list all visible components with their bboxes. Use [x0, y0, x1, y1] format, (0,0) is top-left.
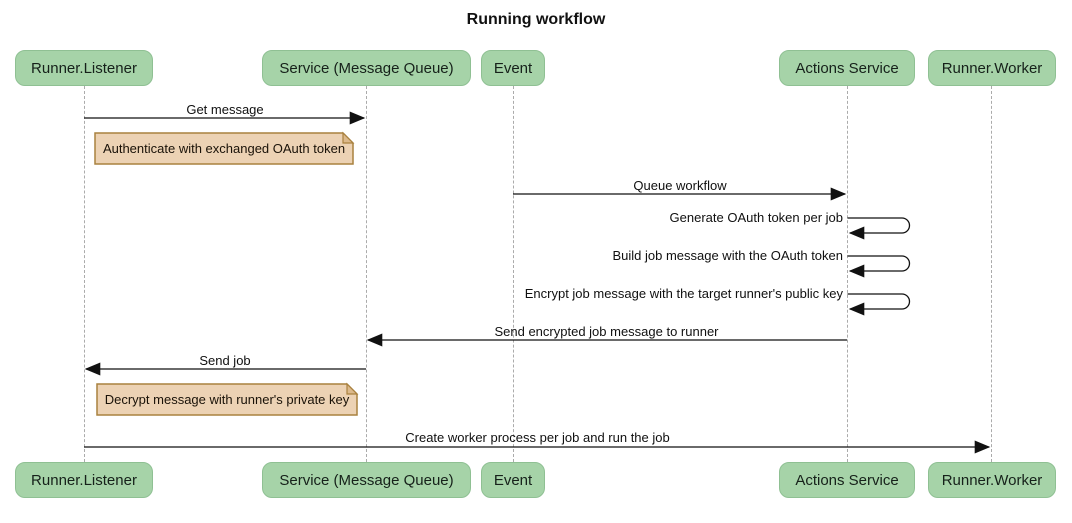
selfloop-build-job-message [847, 255, 911, 278]
note-fold-icon [346, 382, 359, 395]
selfloop-generate-oauth-token [847, 217, 911, 240]
note-shape-authenticate [94, 132, 354, 165]
participant-bottom-actions-service: Actions Service [779, 462, 915, 498]
selfloop-encrypt-job-message [847, 293, 911, 316]
note-decrypt-message: Decrypt message with runner's private ke… [104, 392, 350, 407]
participant-top-runner-worker: Runner.Worker [928, 50, 1056, 86]
lifeline-runner-worker [991, 86, 992, 462]
lifeline-actions-service [847, 86, 848, 462]
participant-bottom-runner-worker: Runner.Worker [928, 462, 1056, 498]
note-shape-decrypt [96, 383, 358, 416]
message-label-create-worker: Create worker process per job and run th… [405, 430, 670, 445]
message-label-send-job: Send job [199, 353, 251, 368]
message-label-send-encrypted-job: Send encrypted job message to runner [494, 324, 719, 339]
message-label-get-message: Get message [186, 102, 264, 117]
diagram-title: Running workflow [466, 11, 606, 28]
lifeline-runner-listener [84, 86, 85, 462]
lifeline-event [513, 86, 514, 462]
participant-bottom-event: Event [481, 462, 545, 498]
participant-top-runner-listener: Runner.Listener [15, 50, 153, 86]
participant-top-actions-service: Actions Service [779, 50, 915, 86]
message-label-encrypt-job-message: Encrypt job message with the target runn… [524, 286, 843, 301]
participant-top-event: Event [481, 50, 545, 86]
message-label-build-job-message: Build job message with the OAuth token [612, 248, 843, 263]
note-authenticate-oauth: Authenticate with exchanged OAuth token [102, 141, 346, 156]
participant-bottom-service-message-queue: Service (Message Queue) [262, 462, 471, 498]
note-fold-icon [342, 131, 355, 144]
message-label-generate-oauth-token: Generate OAuth token per job [669, 210, 843, 225]
participant-top-service-message-queue: Service (Message Queue) [262, 50, 471, 86]
message-label-queue-workflow: Queue workflow [633, 178, 727, 193]
lifeline-service-message-queue [366, 86, 367, 462]
participant-bottom-runner-listener: Runner.Listener [15, 462, 153, 498]
